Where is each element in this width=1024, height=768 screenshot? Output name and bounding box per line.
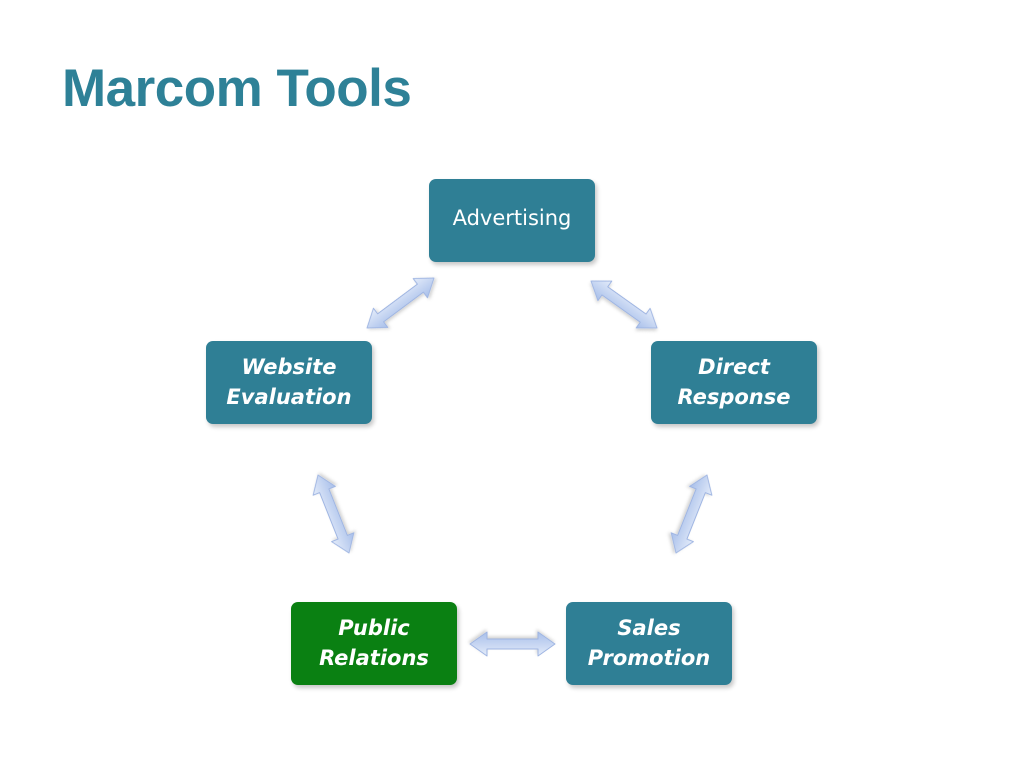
slide-title: Marcom Tools [62, 59, 412, 118]
node-public-relations: Public Relations [291, 602, 457, 685]
node-advertising: Advertising [429, 179, 595, 262]
node-label: Sales Promotion [587, 616, 711, 670]
double-arrow-icon [366, 277, 435, 329]
double-arrow-icon [670, 474, 713, 554]
node-label: Public Relations [319, 616, 429, 670]
node-direct-response: Direct Response [651, 341, 817, 424]
double-arrow-shape [590, 280, 658, 329]
node-label: Advertising [452, 205, 572, 230]
double-arrow-icon [469, 631, 556, 657]
double-arrow-shape [670, 474, 713, 554]
node-sales-promotion: Sales Promotion [566, 602, 732, 685]
node-label: Website Evaluation [226, 355, 352, 409]
double-arrow-shape [312, 474, 355, 554]
double-arrow-icon [590, 280, 658, 329]
double-arrow-shape [366, 277, 435, 329]
node-website-evaluation: Website Evaluation [206, 341, 372, 424]
double-arrow-shape [469, 631, 556, 657]
node-label: Direct Response [677, 355, 791, 409]
double-arrow-icon [312, 474, 355, 554]
